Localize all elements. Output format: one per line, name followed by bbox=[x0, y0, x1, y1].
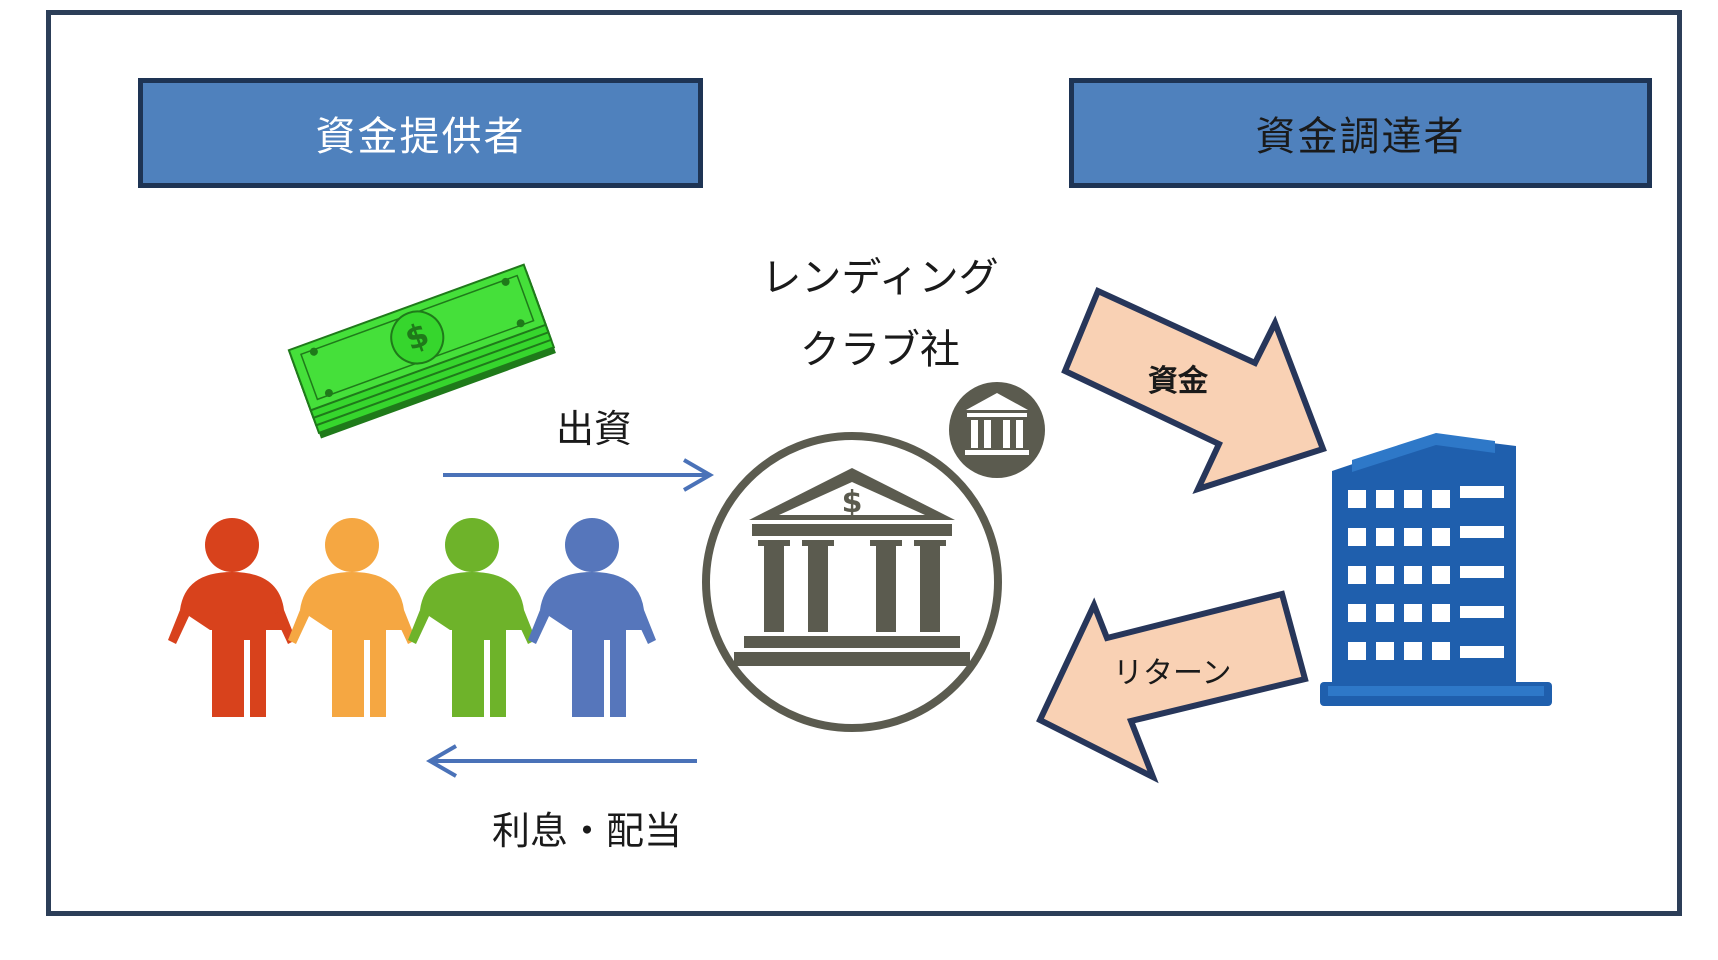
person-red-icon bbox=[168, 518, 296, 717]
return-label: リターン bbox=[1113, 656, 1232, 691]
person-blue-icon bbox=[528, 518, 656, 717]
company-name-line1: レンディング bbox=[761, 255, 999, 301]
diagram-frame bbox=[46, 10, 1682, 916]
interest-dividend-label: 利息・配当 bbox=[492, 809, 683, 853]
bank-icon: $ bbox=[702, 432, 1002, 732]
providers-header: 資金提供者 bbox=[138, 78, 703, 188]
borrowers-header: 資金調達者 bbox=[1069, 78, 1652, 188]
company-name: レンディング クラブ社 bbox=[700, 242, 1060, 386]
person-green-icon bbox=[408, 518, 536, 717]
return-arrow bbox=[1036, 590, 1309, 784]
person-orange-icon bbox=[288, 518, 416, 717]
investment-label: 出資 bbox=[556, 407, 633, 451]
investment-arrowhead bbox=[683, 458, 715, 492]
svg-text:$: $ bbox=[842, 485, 863, 520]
funds-label: 資金 bbox=[1148, 364, 1208, 399]
money-stack-icon: $ bbox=[287, 263, 556, 439]
funds-arrow bbox=[1061, 286, 1327, 494]
small-bank-icon bbox=[949, 382, 1045, 478]
interest-arrowhead bbox=[425, 744, 457, 778]
people-group-icon bbox=[168, 518, 656, 717]
office-building-icon bbox=[1320, 433, 1552, 706]
borrowers-header-text: 資金調達者 bbox=[1255, 114, 1466, 160]
company-name-line2: クラブ社 bbox=[800, 327, 960, 373]
providers-header-text: 資金提供者 bbox=[315, 114, 526, 160]
